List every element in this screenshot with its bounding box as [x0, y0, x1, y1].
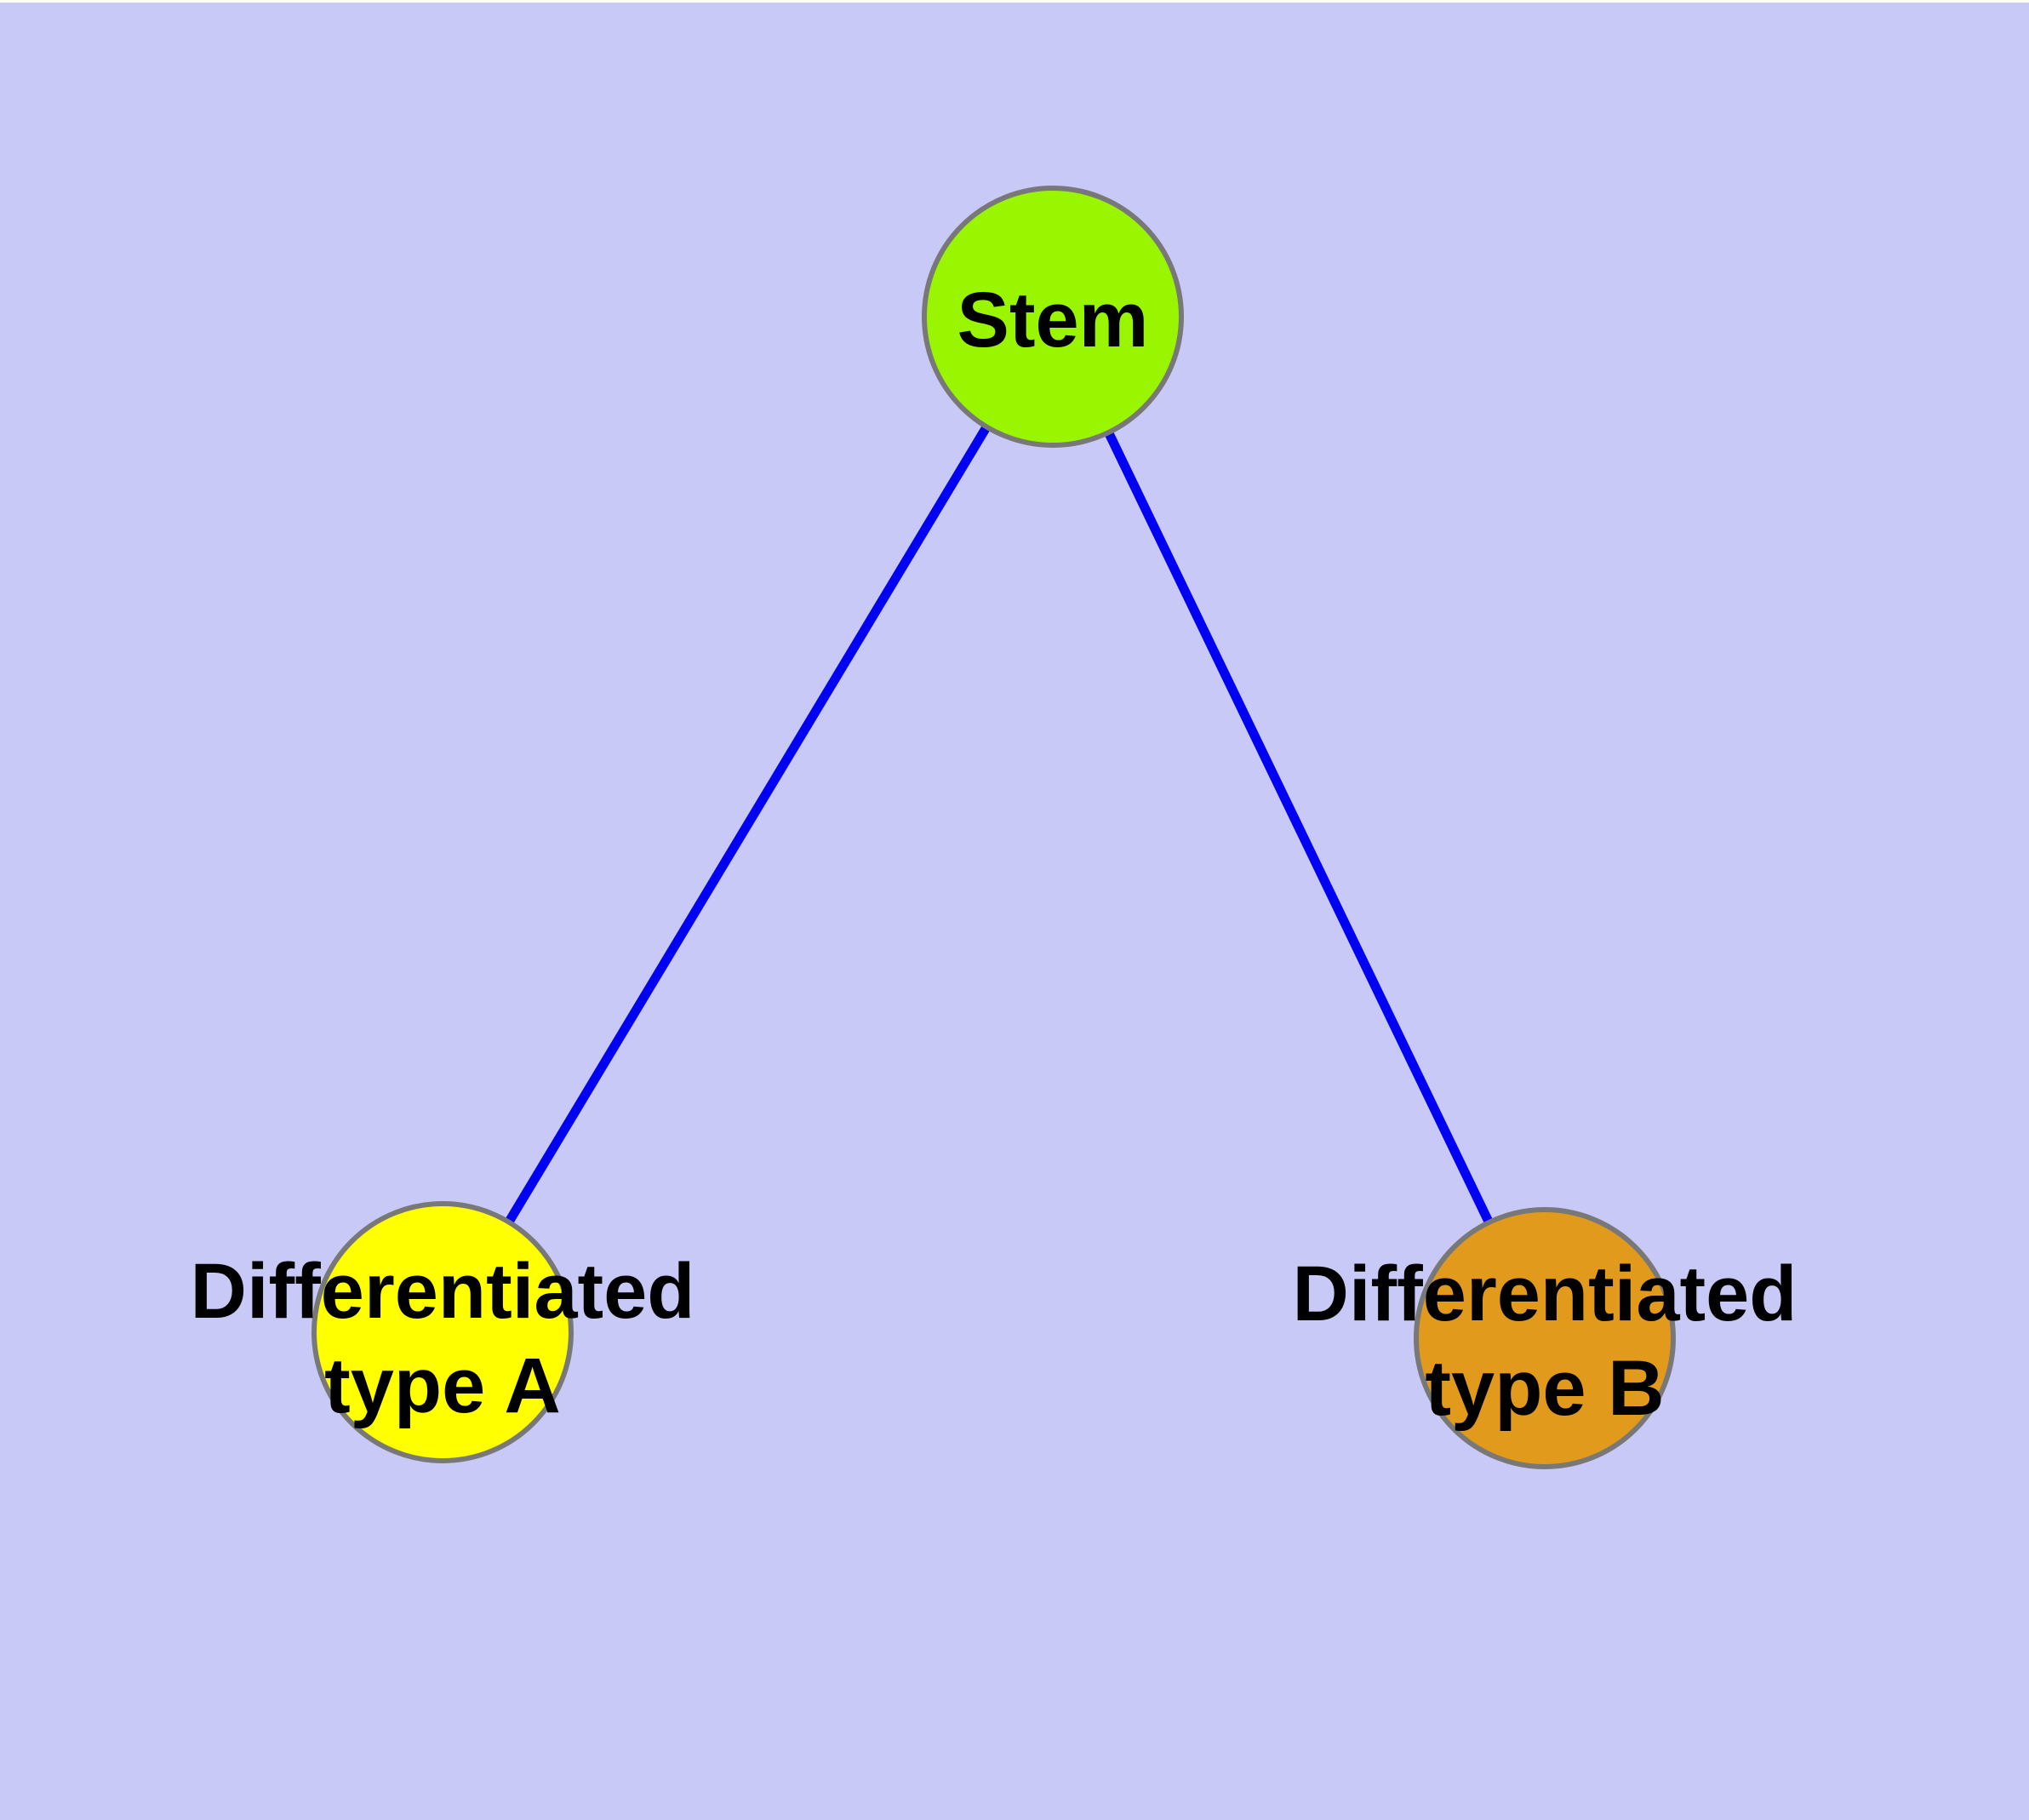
edge-stem-to-type-a [438, 314, 1057, 1335]
type-b-label-line2: type B [1425, 1345, 1664, 1432]
type-b-label-line1: Differentiated [1293, 1251, 1798, 1337]
type-a-node [311, 1201, 574, 1463]
top-edge-strip [0, 0, 2029, 3]
stem-node-label: Stem [957, 277, 1149, 363]
type-a-label-line2: type A [324, 1342, 561, 1429]
type-b-node [1414, 1207, 1676, 1469]
edge-stem-to-type-b [1049, 314, 1549, 1341]
type-a-label-line1: Differentiated [191, 1248, 695, 1335]
stem-node [922, 186, 1184, 448]
